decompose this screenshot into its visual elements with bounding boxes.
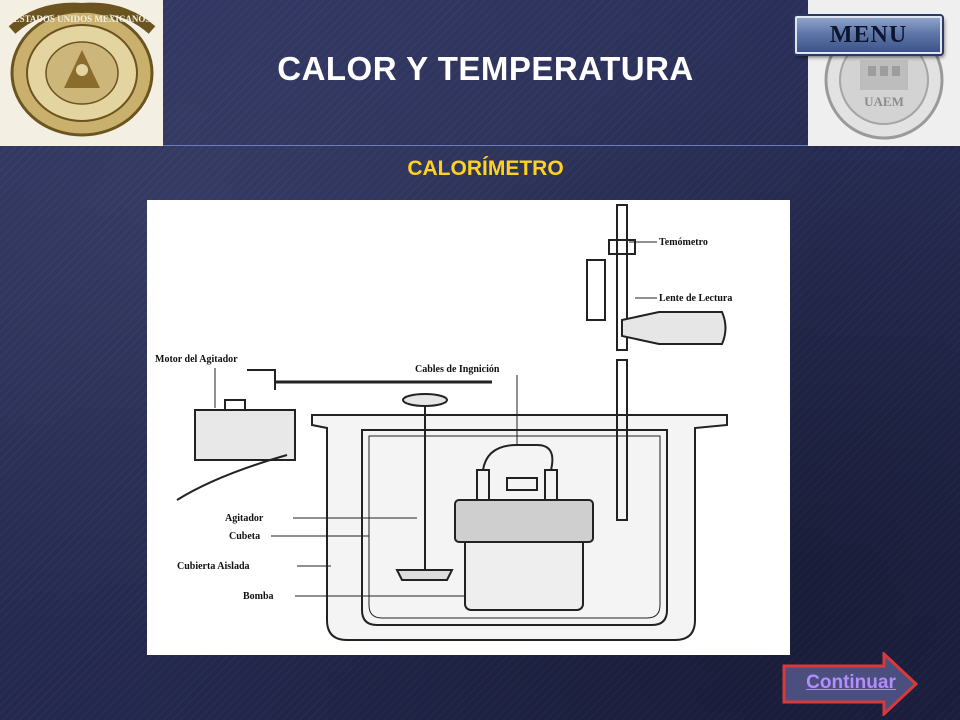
label-stirrer: Agitador — [225, 513, 264, 524]
menu-button[interactable]: MENU — [795, 16, 942, 54]
label-bomb: Bomba — [243, 591, 274, 602]
right-seal-text: UAEM — [864, 94, 904, 109]
page-title: CALOR Y TEMPERATURA — [277, 50, 694, 87]
continue-label: Continuar — [806, 672, 896, 693]
mexico-seal-logo: ESTADOS UNIDOS MEXICANOS — [0, 0, 163, 146]
left-seal-text: ESTADOS UNIDOS MEXICANOS — [14, 14, 151, 24]
section-subtitle: CALORÍMETRO — [407, 157, 564, 180]
right-arrow-icon — [782, 652, 919, 716]
header-divider — [163, 145, 808, 146]
label-thermometer: Temómetro — [659, 237, 708, 248]
label-insulated-jacket: Cubierta Aislada — [177, 561, 250, 572]
label-bucket: Cubeta — [229, 531, 260, 542]
calorimeter-diagram: Temómetro Lente de Lectura Motor del Agi… — [147, 200, 790, 655]
label-reading-lens: Lente de Lectura — [659, 293, 732, 304]
continue-button[interactable]: Continuar — [780, 652, 920, 716]
label-stirrer-motor: Motor del Agitador — [155, 354, 238, 365]
label-ignition-wires: Cables de Ingnición — [415, 364, 500, 375]
